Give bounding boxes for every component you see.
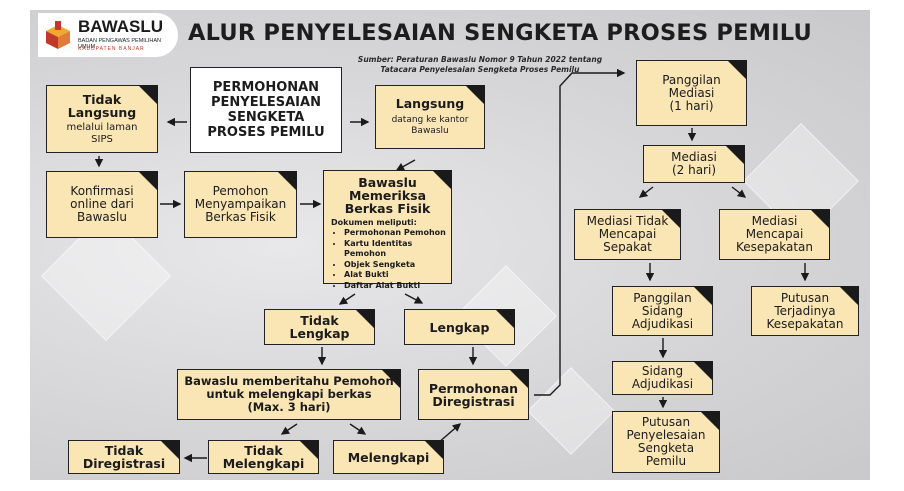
node-label: Tidak Diregistrasi <box>82 443 166 471</box>
putusan-kesepakatan-box: Putusan Terjadinya Kesepakatan <box>751 286 859 336</box>
pemohon-menyampaikan-box: Pemohon Menyampaikan Berkas Fisik <box>184 171 297 238</box>
panggilan-sidang-box: Panggilan Sidang Adjudikasi <box>612 286 713 336</box>
node-label: Tidak Lengkap <box>289 313 350 341</box>
permohonan-diregistrasi-box: Permohonan Diregistrasi <box>418 369 529 420</box>
node-title: Langsung <box>395 96 465 111</box>
node-subtitle: datang ke kantor Bawaslu <box>391 115 469 136</box>
logo-region: KABUPATEN BANJAR <box>78 46 145 52</box>
logo-name: BAWASLU <box>78 17 163 36</box>
node-label: Panggilan Sidang Adjudikasi <box>631 290 694 331</box>
ballot-box-icon <box>46 21 70 49</box>
node-label: Bawaslu memberitahu Pemohon untuk meleng… <box>184 374 394 414</box>
node-title: Tidak Langsung <box>67 91 137 120</box>
tidak-langsung-box: Tidak Langsung melalui laman SIPS <box>46 85 158 153</box>
documents-heading: Dokumen meliputi: <box>331 218 417 227</box>
node-label: Putusan Penyelesaian Sengketa Pemilu <box>626 415 706 468</box>
node-label: Tidak Melengkapi <box>222 443 305 471</box>
bawaslu-memberitahu-box: Bawaslu memberitahu Pemohon untuk meleng… <box>177 369 401 420</box>
node-label: Konfirmasi online dari Bawaslu <box>70 184 134 224</box>
node-label: Putusan Terjadinya Kesepakatan <box>766 290 844 331</box>
node-label: Mediasi Mencapai Kesepakatan <box>735 214 813 254</box>
node-label: Panggilan Mediasi (1 hari) <box>662 72 721 113</box>
node-label: Pemohon Menyampaikan Berkas Fisik <box>194 184 287 224</box>
bawaslu-memeriksa-box: Bawaslu Memeriksa Berkas Fisik Dokumen m… <box>323 170 452 290</box>
panggilan-mediasi-box: Panggilan Mediasi (1 hari) <box>636 60 747 126</box>
permohonan-penyelesaian-box: PERMOHONAN PENYELESAIAN SENGKETA PROSES … <box>190 67 342 153</box>
node-label: Mediasi (2 hari) <box>671 150 717 177</box>
tidak-lengkap-box: Tidak Lengkap <box>264 309 375 345</box>
tidak-diregistrasi-box: Tidak Diregistrasi <box>68 440 180 474</box>
document-item: Kartu Identitas Pemohon <box>344 239 447 260</box>
node-label: Sidang Adjudikasi <box>631 364 694 391</box>
documents-list: Permohonan Pemohon Kartu Identitas Pemoh… <box>328 228 447 291</box>
mediasi-tidak-sepakat-box: Mediasi Tidak Mencapai Sepakat <box>574 209 681 260</box>
node-label: Permohonan Diregistrasi <box>428 380 519 409</box>
document-item: Alat Bukti <box>344 270 447 281</box>
document-item: Permohonan Pemohon <box>344 228 447 239</box>
sidang-adjudikasi-box: Sidang Adjudikasi <box>612 361 713 395</box>
tidak-melengkapi-box: Tidak Melengkapi <box>208 440 319 474</box>
page-title: ALUR PENYELESAIAN SENGKETA PROSES PEMILU <box>188 20 813 46</box>
node-label: Melengkapi <box>347 449 430 465</box>
mediasi-kesepakatan-box: Mediasi Mencapai Kesepakatan <box>719 209 830 260</box>
konfirmasi-online-box: Konfirmasi online dari Bawaslu <box>46 171 158 238</box>
document-item: Daftar Alat Bukti <box>344 281 447 292</box>
node-label: PERMOHONAN PENYELESAIAN SENGKETA PROSES … <box>207 80 325 140</box>
node-label: Mediasi Tidak Mencapai Sepakat <box>586 214 669 254</box>
melengkapi-box: Melengkapi <box>333 440 444 474</box>
bawaslu-logo: BAWASLU BADAN PENGAWAS PEMILIHAN UMUM KA… <box>38 13 178 57</box>
source-note: Sumber: Peraturan Bawaslu Nomor 9 Tahun … <box>357 55 603 74</box>
document-item: Objek Sengketa <box>344 260 447 271</box>
node-subtitle: melalui laman SIPS <box>66 121 138 145</box>
langsung-box: Langsung datang ke kantor Bawaslu <box>375 85 485 149</box>
mediasi-box: Mediasi (2 hari) <box>643 145 745 183</box>
node-title: Bawaslu Memeriksa Berkas Fisik <box>344 175 431 216</box>
node-label: Lengkap <box>429 319 490 335</box>
lengkap-box: Lengkap <box>404 309 515 345</box>
logo-subtitle: BADAN PENGAWAS PEMILIHAN UMUM <box>78 38 162 50</box>
putusan-sengketa-box: Putusan Penyelesaian Sengketa Pemilu <box>612 411 720 473</box>
